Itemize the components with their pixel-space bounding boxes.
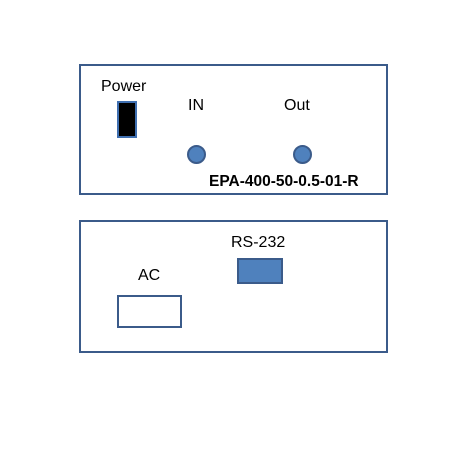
in-label: IN	[188, 97, 204, 114]
ac-inlet	[117, 295, 182, 328]
ac-label: AC	[138, 267, 161, 284]
front-panel: Power IN Out EPA-400-50-0.5-01-R	[79, 64, 388, 195]
rear-panel: RS-232 AC	[79, 220, 388, 353]
model-label: EPA-400-50-0.5-01-R	[209, 173, 359, 190]
out-connector	[293, 145, 312, 164]
rs232-label: RS-232	[231, 234, 286, 251]
out-label: Out	[284, 97, 310, 114]
power-switch	[117, 101, 137, 138]
in-connector	[187, 145, 206, 164]
power-label: Power	[101, 78, 147, 95]
rs232-port	[237, 258, 283, 284]
